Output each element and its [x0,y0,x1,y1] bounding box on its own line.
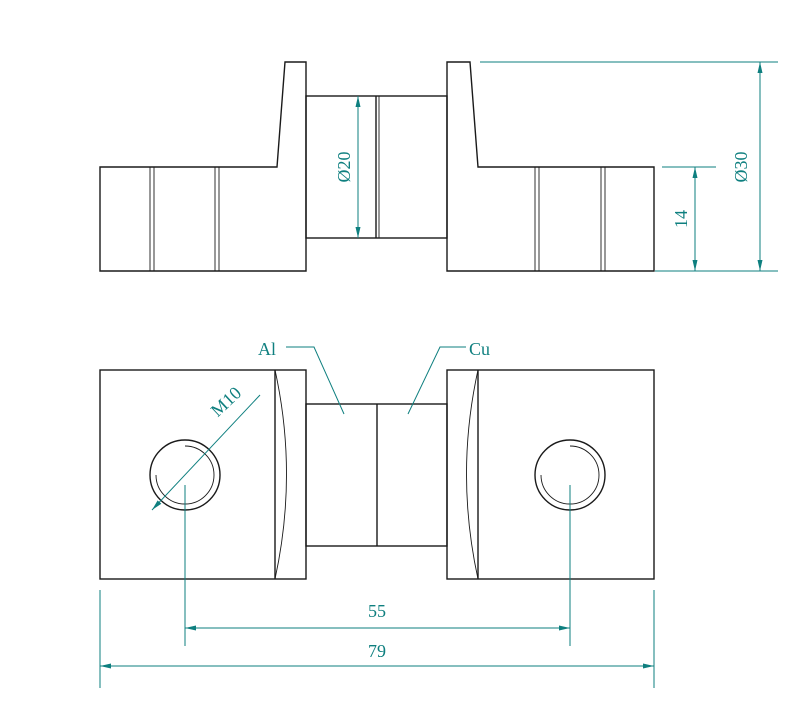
hole-spacing-label: 55 [368,601,386,621]
height-label: 14 [671,210,691,228]
thread-label: M10 [207,383,246,421]
top-view [99,369,655,580]
top-right-chamfer-arc [466,369,479,580]
leader-cu: Cu [407,339,490,415]
dimension-height: 14 [662,166,716,271]
front-view [99,61,655,272]
dimension-outer-diameter: Ø30 [480,61,778,272]
outer-diameter-label: Ø30 [731,152,751,183]
left-thread-arc [155,445,215,505]
top-left-chamfer-arc [274,369,287,580]
right-thread-arc [540,445,600,505]
front-right-body [446,61,655,272]
leader-al: Al [258,339,345,415]
bore-diameter-label: Ø20 [334,152,354,183]
dimension-hole-spacing: 55 [185,601,570,631]
overall-length-label: 79 [368,641,386,661]
cu-label: Cu [469,339,490,359]
front-left-body [99,61,307,272]
dimension-overall-length: 79 [99,590,655,688]
al-label: Al [258,339,276,359]
dimension-bore-diameter: Ø20 [334,96,361,238]
